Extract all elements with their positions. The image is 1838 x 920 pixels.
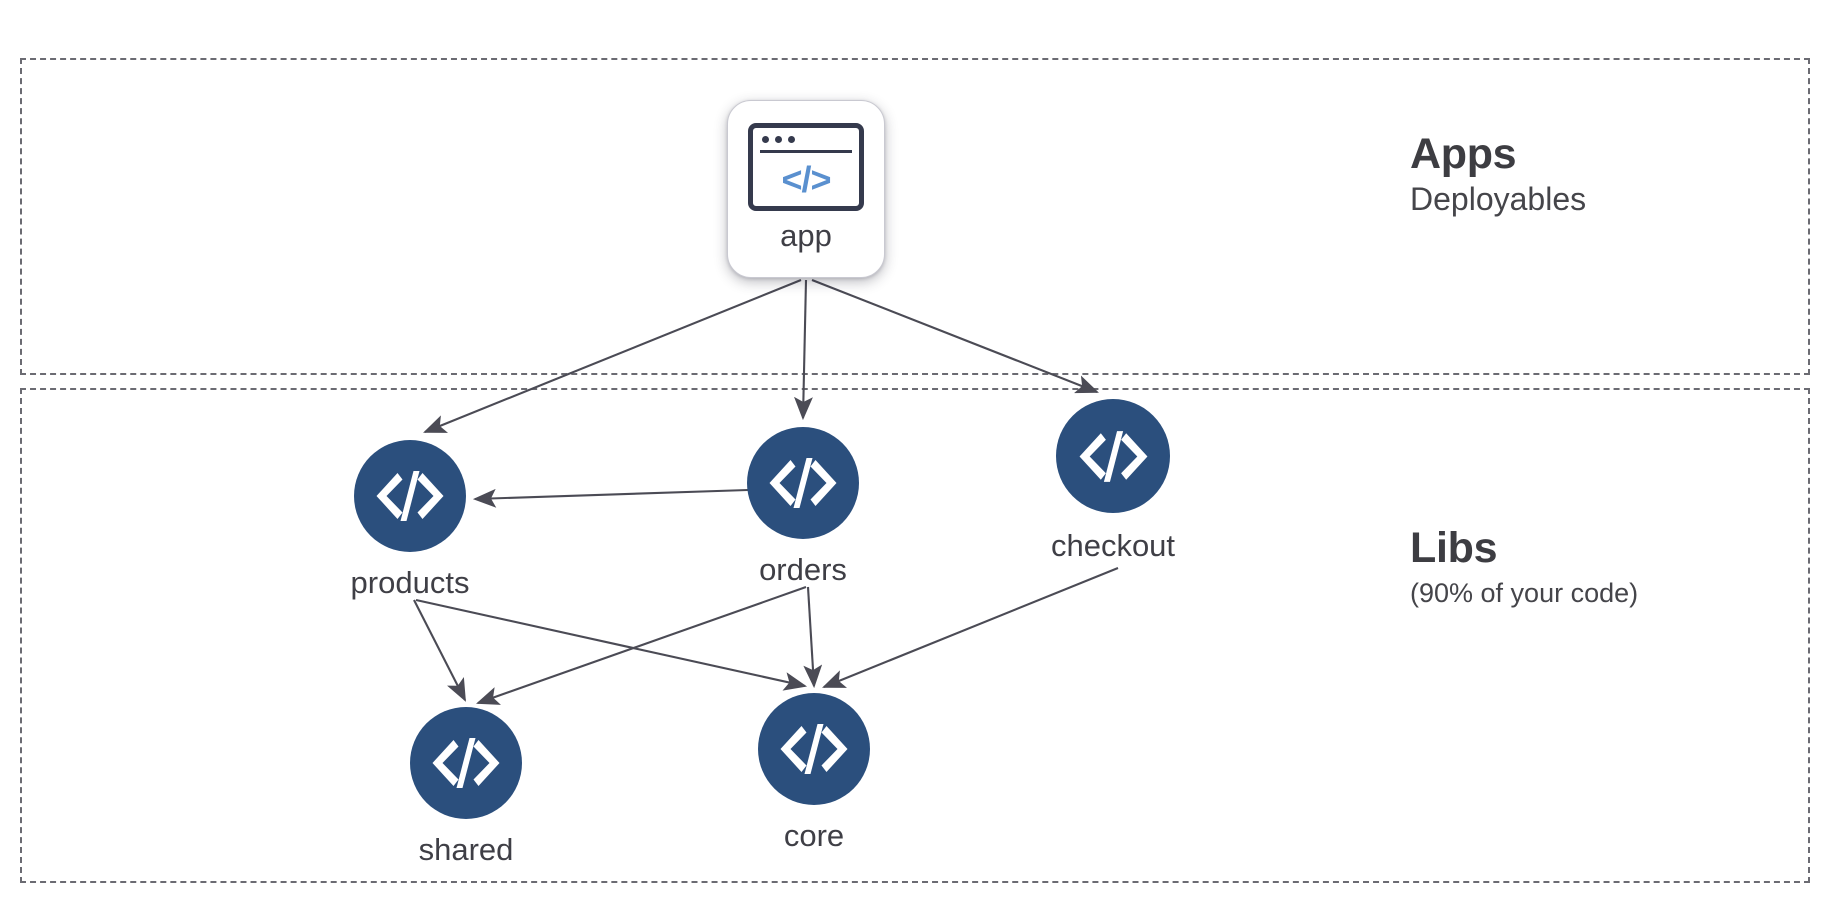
- code-brackets-icon: [780, 724, 848, 774]
- zone-apps-title: Apps: [1410, 130, 1517, 178]
- code-brackets-icon: [1079, 430, 1147, 482]
- node-core-circle[interactable]: [758, 693, 870, 805]
- zone-apps-subtitle: Deployables: [1410, 181, 1587, 218]
- code-brackets-icon: [769, 458, 837, 508]
- node-shared-label: shared: [418, 832, 514, 867]
- node-products-label: products: [350, 565, 470, 600]
- node-app[interactable]: </> app: [727, 100, 885, 278]
- zone-legend-libs: Libs (90% of your code): [1410, 524, 1638, 608]
- code-brackets-icon: [376, 471, 444, 521]
- node-core-label: core: [783, 818, 845, 853]
- browser-dots-icon: [762, 136, 795, 143]
- node-checkout-label: checkout: [1050, 528, 1176, 563]
- browser-code-icon: </>: [748, 123, 864, 211]
- zone-libs-subtitle: (90% of your code): [1410, 578, 1639, 609]
- browser-titlebar-divider: [760, 150, 852, 153]
- code-brackets-glyph: </>: [781, 159, 831, 200]
- zone-legend-apps: Apps Deployables: [1410, 130, 1586, 218]
- node-checkout-circle[interactable]: [1056, 399, 1170, 513]
- code-brackets-icon: [432, 738, 500, 788]
- zone-libs-title: Libs: [1410, 524, 1498, 572]
- node-orders-circle[interactable]: [747, 427, 859, 539]
- node-shared-circle[interactable]: [410, 707, 522, 819]
- node-app-label: app: [780, 218, 832, 253]
- node-orders-label: orders: [759, 552, 847, 587]
- zone-libs: [20, 388, 1810, 883]
- node-products-circle[interactable]: [354, 440, 466, 552]
